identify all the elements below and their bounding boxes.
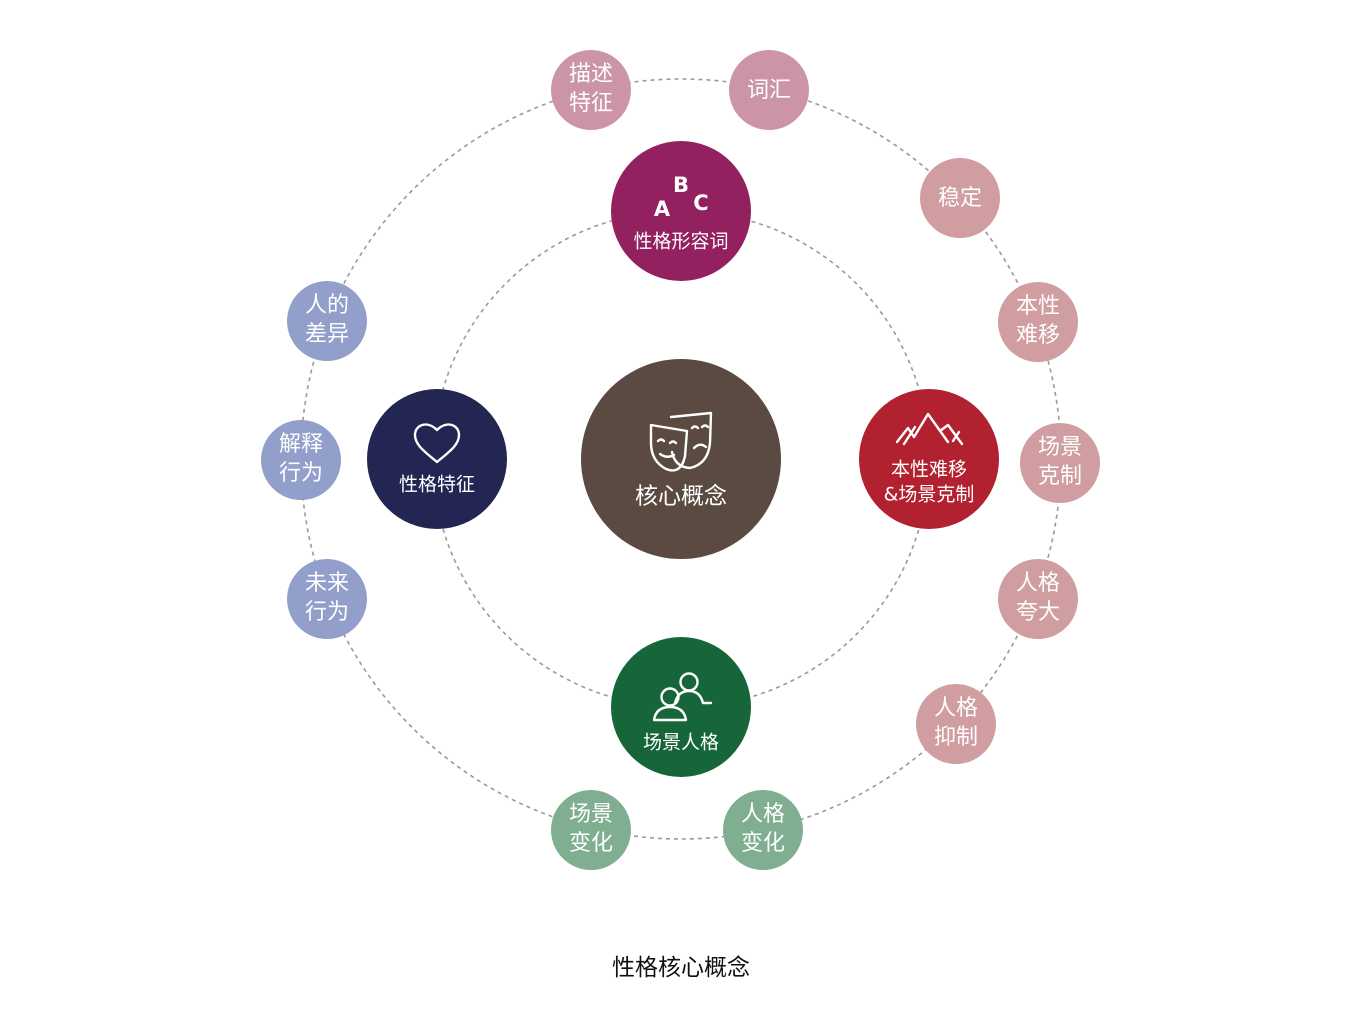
theme-circle-traits [367,389,507,529]
outer-node-label: 本性 [1016,294,1060,319]
theme-label-situational: 场景人格 [643,732,719,754]
outer-node-circle [551,50,631,130]
icon-letter-a: A [654,197,671,221]
outer-node-label: 解释 [279,432,323,457]
icon-letter-b: B [673,173,689,197]
theme-label-adjectives: 性格形容词 [633,231,728,253]
outer-node-circle [261,420,341,500]
outer-node-label: 行为 [279,461,323,486]
outer-node-label: 行为 [305,600,349,625]
theme-node-situational: 场景人格 [611,637,751,777]
outer-node-label: 夸大 [1016,600,1060,625]
theme-label-nature-scene-line2: &场景克制 [884,484,975,506]
theme-node-traits: 性格特征 [367,389,507,529]
outer-node-circle [916,684,996,764]
outer-node-label: 克制 [1038,464,1082,489]
outer-node-label: 人格 [934,696,978,721]
outer-node-label: 人格 [1016,571,1060,596]
theme-node-nature-scene: 本性难移 &场景克制 [859,389,999,529]
outer-node-label: 词汇 [747,78,791,103]
outer-node-label: 变化 [741,831,785,856]
outer-node-persona-change: 人格 变化 [723,790,803,870]
heart-icon [413,423,461,464]
outer-node-label: 稳定 [938,186,982,211]
outer-node-individual-differences: 人的 差异 [287,281,367,361]
center-node: 核心概念 [581,359,781,559]
theme-label-traits: 性格特征 [399,474,475,496]
outer-node-future-behavior: 未来 行为 [287,559,367,639]
outer-node-label: 人的 [305,293,349,318]
outer-node-label: 人格 [741,802,785,827]
theme-circle-adjectives [611,141,751,281]
outer-node-label: 变化 [569,831,613,856]
outer-node-label: 难移 [1016,323,1060,348]
theme-circle-nature-scene [859,389,999,529]
outer-node-explain-behavior: 解释 行为 [261,420,341,500]
outer-node-scene-restraint: 场景 克制 [1020,423,1100,503]
theme-circle-situational [611,637,751,777]
center-label: 核心概念 [635,484,727,510]
outer-node-vocabulary: 词汇 [729,50,809,130]
outer-node-circle [287,559,367,639]
center-circle [581,359,781,559]
outer-node-stable: 稳定 [920,158,1000,238]
people-icon [652,672,713,722]
outer-node-circle [551,790,631,870]
outer-node-label: 场景 [569,802,613,827]
outer-node-label: 抑制 [934,725,978,750]
abc-letters-icon: A B C [654,173,709,221]
diagram-caption: 性格核心概念 [612,955,750,981]
icon-letter-c: C [693,191,708,215]
outer-node-describe-traits: 描述 特征 [551,50,631,130]
outer-node-circle [1020,423,1100,503]
outer-node-label: 场景 [1038,435,1082,460]
outer-node-label: 描述 [569,62,613,87]
outer-node-circle [287,281,367,361]
outer-node-circle [998,559,1078,639]
outer-node-scene-change: 场景 变化 [551,790,631,870]
outer-node-label: 未来 [305,571,349,596]
outer-node-persona-exaggeration: 人格 夸大 [998,559,1078,639]
outer-node-circle [998,282,1078,362]
outer-node-label: 差异 [305,322,349,347]
mountains-icon [895,412,964,446]
outer-node-circle [729,50,809,130]
outer-node-circle [920,158,1000,238]
outer-node-nature-hard-change: 本性 难移 [998,282,1078,362]
outer-node-circle [723,790,803,870]
theater-masks-icon [649,411,713,472]
theme-node-adjectives: A B C 性格形容词 [611,141,751,281]
outer-node-label: 特征 [569,91,613,116]
outer-node-persona-suppression: 人格 抑制 [916,684,996,764]
theme-label-nature-scene-line1: 本性难移 [891,459,967,481]
